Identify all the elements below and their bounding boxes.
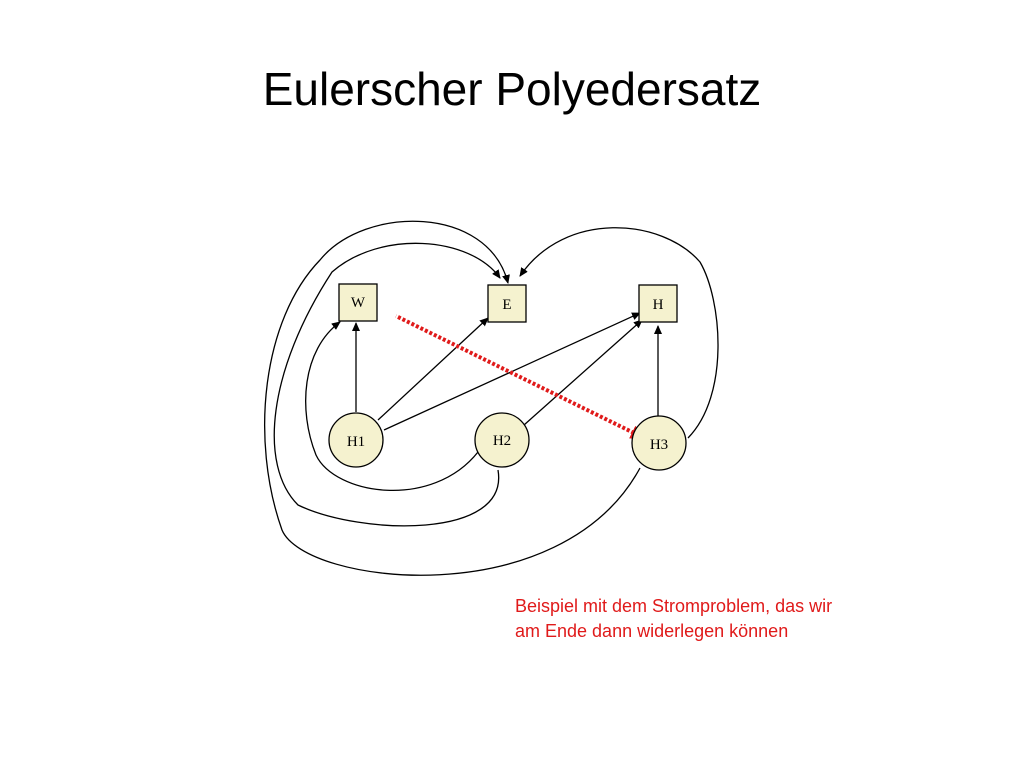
edge-h3-e (264, 220, 641, 576)
caption-line-2: am Ende dann widerlegen können (515, 621, 789, 641)
node-h2: H2 (474, 412, 530, 468)
edge-h3-right-loop (519, 227, 719, 439)
edge-h2-h (523, 319, 643, 426)
node-h3-label: H3 (650, 437, 668, 453)
node-h3: H3 (631, 415, 687, 471)
node-h-label: H (653, 297, 664, 313)
node-w: W (338, 283, 378, 322)
edge-h3-w-highlight (395, 314, 647, 440)
edge-h1-e (377, 317, 489, 421)
node-h1-label: H1 (347, 434, 365, 450)
caption-line-1: Beispiel mit dem Stromproblem, das wir (515, 596, 833, 616)
caption: Beispiel mit dem Stromproblem, das wir a… (515, 594, 965, 644)
slide-title: Eulerscher Polyedersatz (262, 63, 762, 115)
node-e: E (487, 284, 527, 323)
node-h1: H1 (328, 412, 384, 468)
edge-h2-w (305, 321, 479, 492)
node-h: H (638, 284, 678, 323)
edge-h2-e (273, 242, 501, 527)
node-e-label: E (502, 297, 511, 313)
node-h2-label: H2 (493, 433, 511, 449)
node-w-label: W (351, 295, 366, 311)
